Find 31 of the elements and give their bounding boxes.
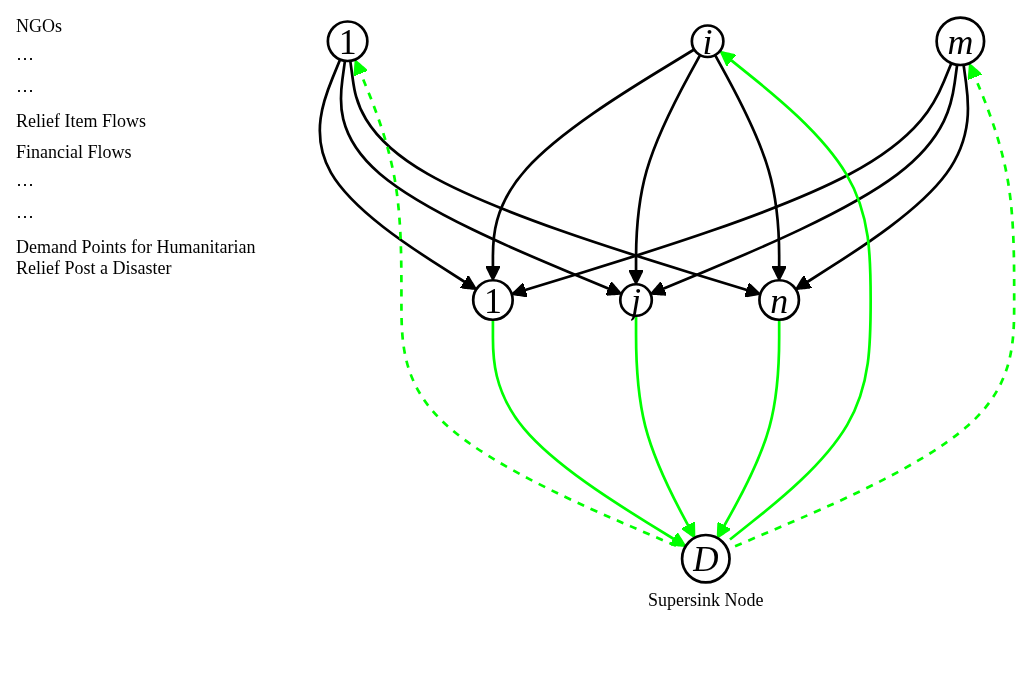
arrow xyxy=(511,62,953,298)
arrow xyxy=(318,59,477,291)
arrow xyxy=(339,60,623,296)
arrow xyxy=(634,315,696,539)
circle-node: m xyxy=(935,16,986,67)
label-text: NGOs xyxy=(16,16,62,37)
circle-node: n xyxy=(758,278,801,322)
circle-node: D xyxy=(680,533,731,584)
circle-node: i xyxy=(690,21,725,61)
arrow xyxy=(491,319,687,547)
arrow xyxy=(719,50,872,541)
label-text: Financial Flows xyxy=(16,142,132,163)
arrow xyxy=(795,64,970,291)
arrow xyxy=(716,319,781,539)
circle-node: 1 xyxy=(471,278,514,322)
arrow xyxy=(353,59,678,548)
arrow xyxy=(485,48,695,281)
arrow xyxy=(628,54,702,285)
arrow xyxy=(649,64,959,296)
label-text: ⋯ xyxy=(16,47,34,69)
circle-node: 1 xyxy=(326,20,369,63)
label-text: Demand Points for Humanitarian Relief Post a Disaster xyxy=(16,237,257,279)
label-text: ⋯ xyxy=(16,79,34,101)
arrow xyxy=(348,60,762,298)
arrow xyxy=(733,63,1016,548)
label-text: Relief Item Flows xyxy=(16,111,146,132)
circle-node: j xyxy=(618,280,654,320)
label-text: ⋯ xyxy=(16,205,34,227)
arrow xyxy=(713,54,788,281)
label-text: ⋯ xyxy=(16,173,34,195)
node-caption: Supersink Node xyxy=(648,589,764,611)
